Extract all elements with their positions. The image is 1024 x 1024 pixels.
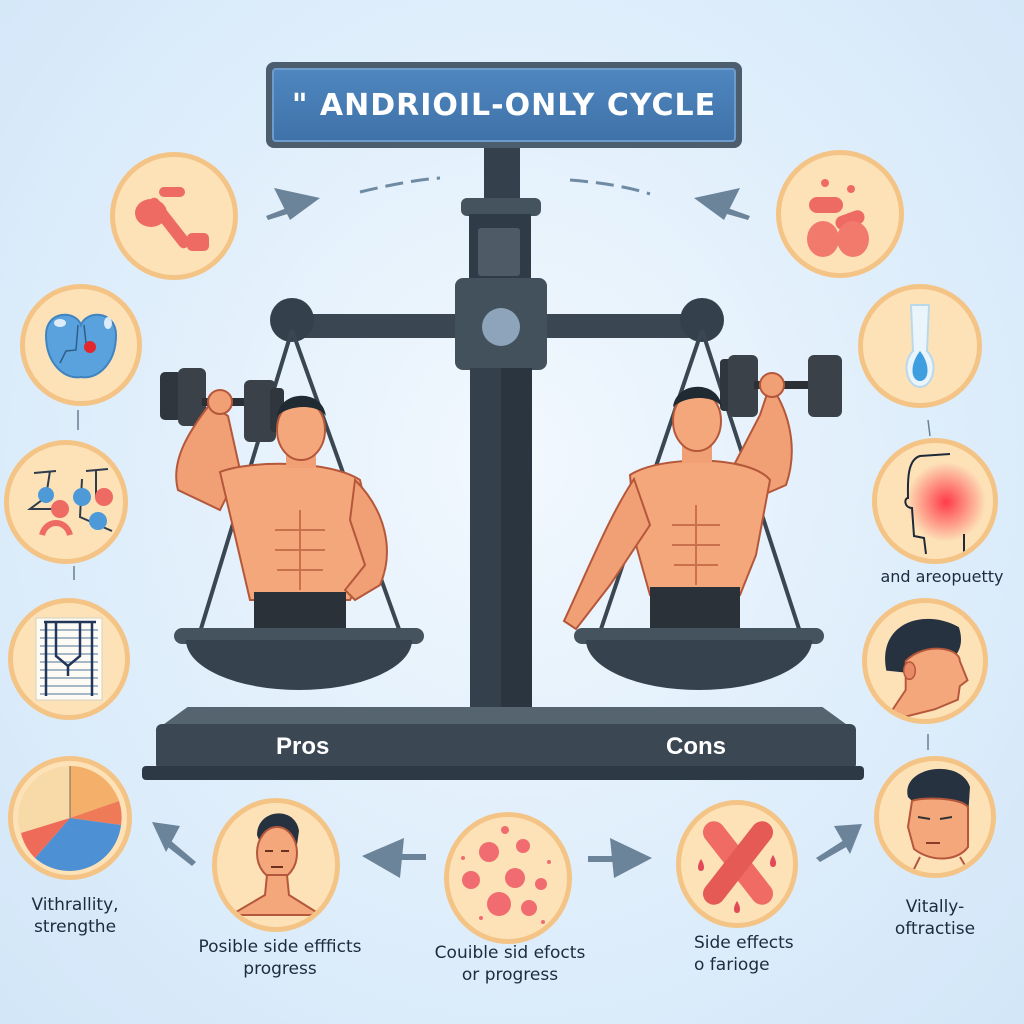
bottom-right-label: Vitally- oftractise: [894, 897, 976, 939]
acne-skin-icon: [444, 812, 572, 944]
pros-label: Pros: [276, 733, 330, 760]
arrow-top-left-icon: [266, 188, 320, 220]
man-portrait-icon: [212, 798, 340, 932]
bottom-label-3: Side effects o farioge: [694, 933, 794, 975]
scale-base-top: [160, 707, 850, 727]
bottom-left-label: Vithrallity, strengthe: [31, 895, 119, 937]
face-profile-icon: [862, 598, 988, 724]
bone-molecule-icon: [110, 152, 238, 280]
arrow-bottom-right-icon: [816, 824, 862, 862]
pie-chart-icon: [8, 756, 132, 880]
tired-face-icon: [874, 756, 996, 878]
arrow-middle-left-icon: [362, 838, 426, 878]
right-mid-label: and areopuetty: [880, 567, 1004, 586]
test-tube-drop-icon: [858, 284, 982, 408]
cons-figure: [550, 355, 850, 631]
scale-beam-right: [544, 314, 704, 338]
pills-icon: [776, 150, 904, 278]
scale-pole-inset: [478, 228, 520, 276]
arrow-top-right-icon: [694, 188, 750, 220]
molecule-structure-icon: [4, 440, 128, 564]
arrow-bottom-left-icon: [152, 822, 196, 866]
document-chart-icon: [8, 598, 130, 720]
bottom-label-1: Posible side effficts progress: [198, 937, 362, 979]
scale-base: Pros Cons: [156, 724, 856, 770]
scale-beam-left: [290, 314, 460, 338]
title-sign: " ANDRIOIL-ONLY CYCLE: [266, 62, 742, 148]
page-title: " ANDRIOIL-ONLY CYCLE: [272, 68, 736, 142]
scale-hub-bolt: [482, 308, 520, 346]
scale-collar: [461, 198, 541, 216]
cons-label: Cons: [666, 733, 726, 760]
head-pain-icon: [872, 438, 998, 564]
crossed-bandage-icon: [676, 800, 798, 928]
bottom-label-2: Couible sid efocts or progress: [434, 943, 586, 985]
arrow-middle-right-icon: [588, 838, 652, 878]
scale-base-foot: [142, 766, 864, 780]
kidney-organ-icon: [20, 284, 142, 406]
pros-figure: [150, 360, 430, 630]
scale-pole-lower: [470, 368, 532, 708]
